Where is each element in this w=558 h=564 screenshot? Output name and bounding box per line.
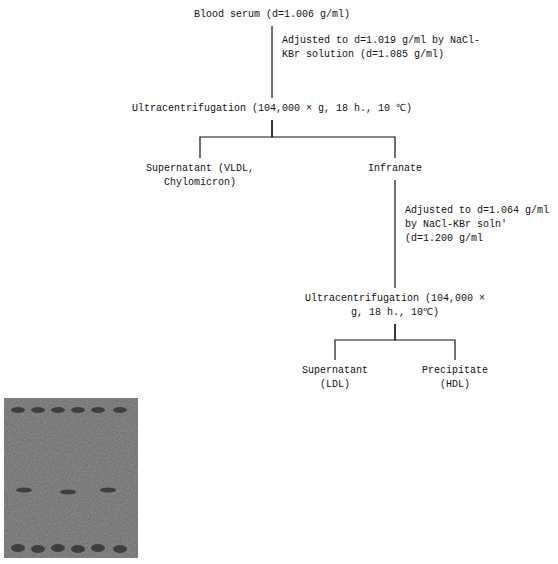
flow-connector	[394, 180, 395, 288]
flow-connector	[271, 26, 272, 98]
flow-connector	[335, 324, 395, 360]
step-text: Supernatant (LDL)	[295, 364, 375, 392]
flow-connector	[395, 324, 455, 360]
flow-step: Supernatant (LDL)	[293, 362, 377, 394]
step-text: Precipitate (HDL)	[415, 364, 495, 392]
edge-label: Adjusted to d=1.064 g/ml by NaCl-KBr sol…	[405, 204, 553, 246]
flow-step: Infranate	[366, 160, 424, 178]
flow-step: Ultracentrifugation (104,000 × g, 18 h.,…	[301, 290, 489, 322]
flow-step: Supernatant (VLDL, Chylomicron)	[136, 160, 264, 192]
gel-grain	[4, 398, 138, 558]
step-text: Ultracentrifugation (104,000 × g, 18 h.,…	[132, 102, 412, 116]
flow-step: Ultracentrifugation (104,000 × g, 18 h.,…	[130, 100, 414, 118]
step-text: Blood serum (d=1.006 g/ml)	[194, 8, 350, 22]
flow-connector	[272, 120, 395, 158]
gel-bands	[11, 407, 127, 553]
flow-step: Blood serum (d=1.006 g/ml)	[192, 6, 352, 24]
gel-photograph	[4, 398, 138, 558]
step-text: Ultracentrifugation (104,000 × g, 18 h.,…	[303, 292, 487, 320]
flow-step: Precipitate (HDL)	[413, 362, 497, 394]
flow-connector	[200, 120, 272, 158]
step-text: Infranate	[368, 162, 422, 176]
step-text: Supernatant (VLDL, Chylomicron)	[138, 162, 262, 190]
edge-label: Adjusted to d=1.019 g/ml by NaCl-KBr sol…	[282, 34, 482, 62]
gel-background	[4, 398, 138, 558]
